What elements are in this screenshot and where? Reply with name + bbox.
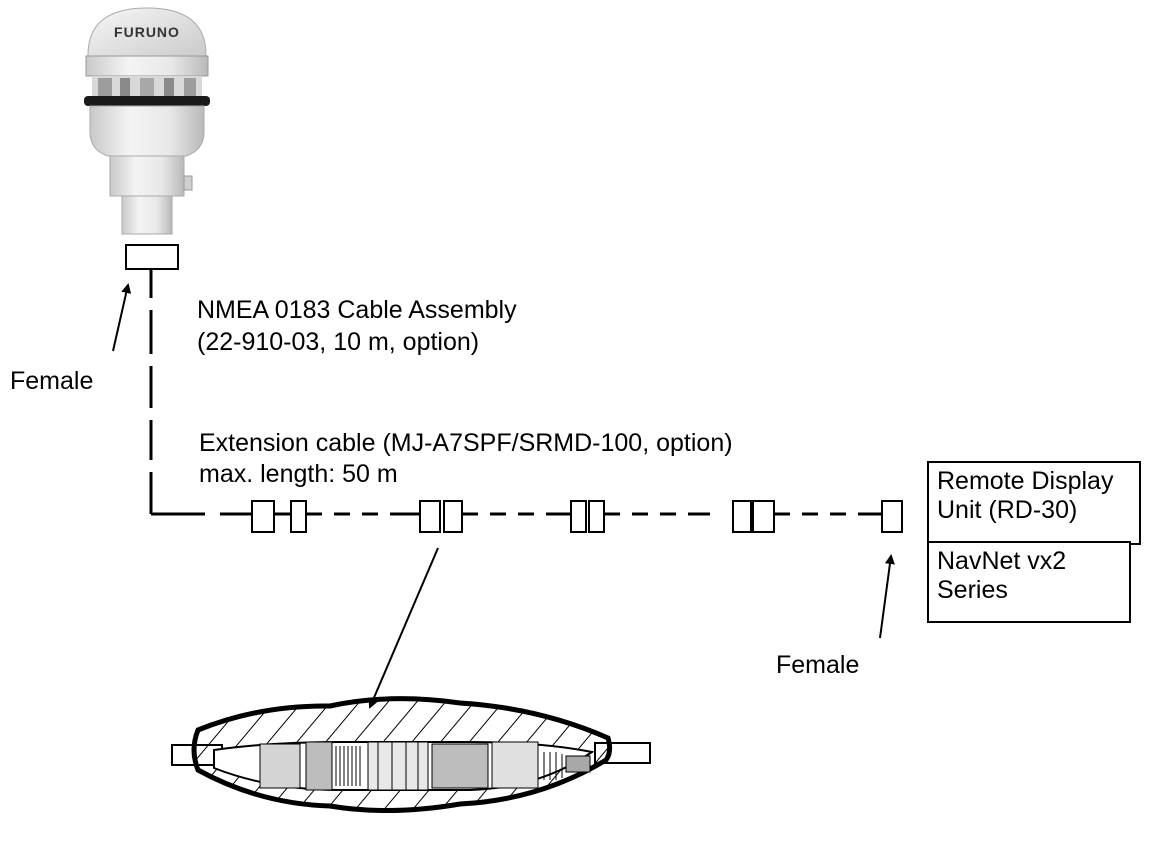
connector-2a [420, 501, 440, 532]
remote-display-line1: Remote Display [937, 467, 1131, 496]
female-arrow-display [880, 556, 891, 638]
connector-4b [753, 501, 774, 532]
cable-assembly-label-line2: (22-910-03, 10 m, option) [197, 328, 479, 357]
female-arrow-sensor [113, 285, 128, 351]
connector-3a [571, 501, 586, 532]
connector-1b [291, 501, 306, 532]
connector-1a [252, 501, 274, 532]
remote-display-line2: Unit (RD-30) [937, 496, 1131, 525]
connector-3b [589, 501, 604, 532]
navnet-line1: NavNet vx2 [937, 547, 1121, 576]
sensor-connector [126, 245, 178, 269]
connector-cross-section [172, 699, 650, 811]
female-label-display: Female [776, 651, 859, 680]
female-label-sensor: Female [10, 367, 93, 396]
cable-assembly-label-line1: NMEA 0183 Cable Assembly [197, 296, 517, 325]
navnet-series-box: NavNet vx2 Series [927, 541, 1131, 623]
extension-cable-label-line2: max. length: 50 m [199, 460, 398, 489]
detail-arrow [370, 548, 438, 707]
navnet-line2: Series [937, 576, 1121, 605]
connector-2b [444, 501, 462, 532]
connector-4a [733, 501, 751, 532]
sensor-brand-logo: FURUNO [114, 24, 180, 40]
weather-sensor-image [84, 8, 210, 234]
remote-display-unit-box: Remote Display Unit (RD-30) [927, 461, 1141, 545]
display-connector [882, 501, 902, 532]
inline-connectors [252, 501, 902, 532]
extension-cable-label-line1: Extension cable (MJ-A7SPF/SRMD-100, opti… [199, 429, 733, 458]
